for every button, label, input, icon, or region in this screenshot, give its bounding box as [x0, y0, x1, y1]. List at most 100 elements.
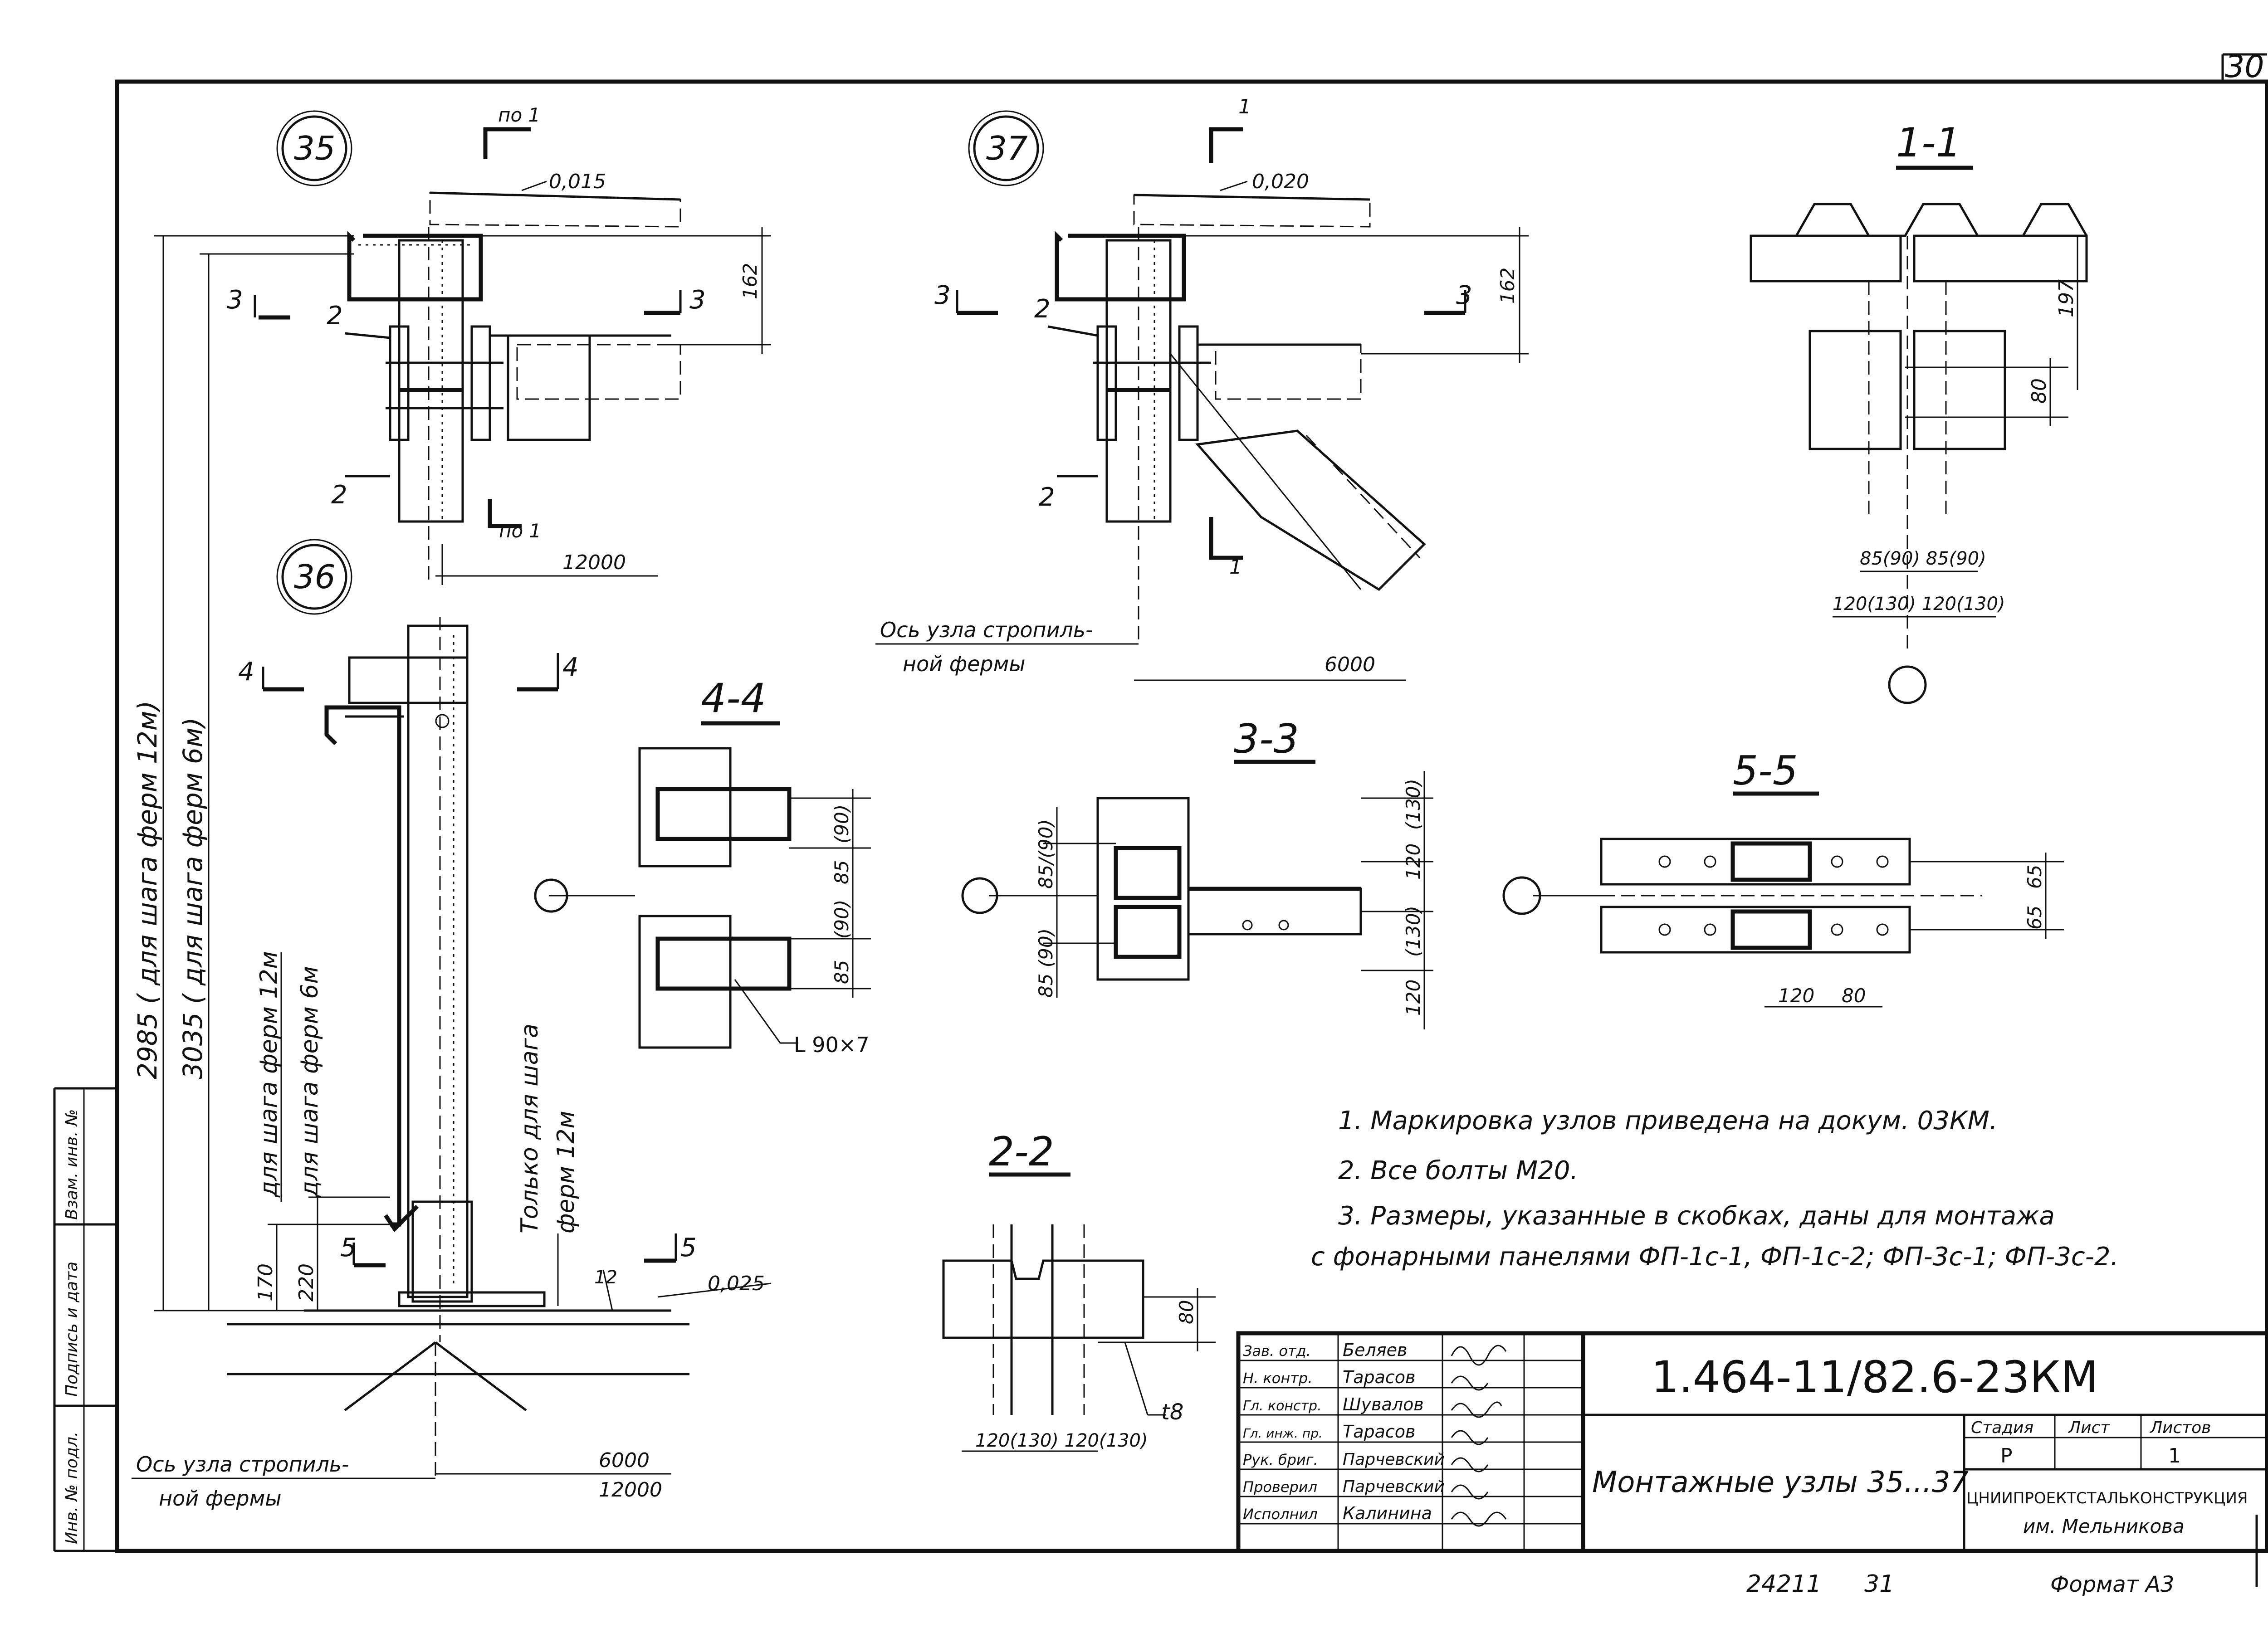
- note-4: с фонарными панелями ФП-1с-1, ФП-1с-2; Ф…: [1311, 1242, 2118, 1272]
- d35-sec2-top: 2: [327, 301, 343, 331]
- doc-code: 1.464-11/82.6-23КМ: [1651, 1352, 2098, 1403]
- d35-span: 12000: [562, 551, 626, 574]
- d35-sec2-bottom: 2: [331, 480, 347, 510]
- side-stamp-sign: Подпись и дата: [63, 1262, 81, 1397]
- d36-dim-170: 170: [254, 1263, 277, 1302]
- d36-sec4-left: 4: [238, 657, 254, 687]
- d36-dim-220: 220: [295, 1263, 318, 1302]
- s55-dim-65a: 65: [2024, 865, 2046, 889]
- d37-axis-note-1: Ось узла стропиль-: [880, 618, 1093, 642]
- staff-name-0: Беляев: [1343, 1340, 1407, 1360]
- d36-label-12m: для шага ферм 12м: [255, 951, 283, 1198]
- s33-left-2: 85 (90): [1035, 928, 1057, 998]
- staff-role-3: Гл. инж. пр.: [1243, 1426, 1323, 1441]
- side-stamp: Инв. № подл. Подпись и дата Взам. инв. №: [63, 1109, 81, 1544]
- d37-sec2-top: 2: [1034, 294, 1051, 324]
- footer-number: 24211: [1746, 1570, 1821, 1598]
- staff-name-3: Тарасов: [1343, 1422, 1415, 1442]
- detail-36-number: 36: [294, 558, 336, 596]
- note-3: 3. Размеры, указанные в скобках, даны дл…: [1338, 1201, 2055, 1231]
- s44-dim-85a: 85: [831, 860, 853, 884]
- staff-name-6: Калинина: [1343, 1503, 1432, 1523]
- d36-sec5-right: 5: [680, 1233, 697, 1263]
- d36-span-12000: 12000: [599, 1478, 662, 1501]
- title-block: Зав. отд. Беляев Н. контр. Тарасов Гл. к…: [1236, 1331, 2268, 1553]
- detail-36: 36 4 4 5 5 2985 ( для шага ф: [132, 235, 772, 1511]
- s11-dim-120: 120(130) 120(130): [1833, 594, 2005, 614]
- s22-plate: t8: [1161, 1399, 1183, 1425]
- drawing-title: Монтажные узлы 35...37: [1592, 1466, 1969, 1499]
- section-3-3-title: 3-3: [1234, 716, 1299, 762]
- s44-angle: L 90×7: [794, 1033, 870, 1057]
- d37-span: 6000: [1325, 653, 1375, 676]
- d36-axis-note-2: ной фермы: [159, 1486, 282, 1511]
- staff-role-0: Зав. отд.: [1243, 1342, 1311, 1360]
- d36-only-12m-2: ферм 12м: [552, 1111, 580, 1233]
- staff-name-2: Шувалов: [1343, 1394, 1424, 1414]
- d37-sec3-right: 3: [1456, 281, 1472, 310]
- s33-left-1: 85/(90): [1035, 819, 1057, 889]
- staff-role-1: Н. контр.: [1243, 1370, 1312, 1387]
- footer-format: Формат А3: [2050, 1572, 2174, 1597]
- s11-dim-85: 85(90) 85(90): [1860, 548, 1986, 569]
- staff-name-4: Парчевский: [1343, 1450, 1445, 1469]
- s44-dim-90a: (90): [831, 804, 853, 843]
- s11-dim-80: 80: [2028, 378, 2051, 404]
- section-2-2-title: 2-2: [989, 1128, 1054, 1175]
- section-1-1: 1-1 197 80 85(90) 85(90) 120(130) 120(13…: [1750, 119, 2088, 704]
- d35-sec3-right: 3: [689, 285, 706, 315]
- notes: 1. Маркировка узлов приведена на докум. …: [1311, 1106, 2118, 1272]
- d36-sec5-left: 5: [340, 1233, 357, 1263]
- d35-slope: 0,015: [549, 170, 606, 193]
- section-4-4: 4-4 (90) 85 (90) 85 L 90×7: [534, 675, 871, 1057]
- s55-dim-120: 120: [1778, 985, 1814, 1007]
- s33-right-120a: 120: [1402, 843, 1424, 880]
- d36-dim-12: 12: [594, 1267, 617, 1288]
- s22-dim-120: 120(130) 120(130): [975, 1430, 1148, 1451]
- signature-2: [1451, 1401, 1502, 1418]
- d36-label-6m: для шага ферм 6м: [296, 966, 323, 1198]
- corner-label: 30: [2225, 49, 2264, 85]
- staff-role-5: Проверил: [1243, 1478, 1317, 1496]
- d36-dim-12m: 2985 ( для шага ферм 12м): [132, 701, 163, 1079]
- d37-slope: 0,020: [1252, 170, 1309, 193]
- detail-37: 37 1 0,020 162 3 3 2 2: [875, 95, 1529, 681]
- s55-dim-65b: 65: [2024, 906, 2046, 930]
- signature-0: [1451, 1345, 1507, 1366]
- d36-axis-note-1: Ось узла стропиль-: [136, 1452, 349, 1477]
- sheet-value: 1: [2168, 1444, 2181, 1467]
- s11-dim-197: 197: [2055, 279, 2078, 317]
- footer-page: 31: [1864, 1570, 1894, 1598]
- s44-dim-90b: (90): [831, 900, 853, 939]
- d37-cut-bottom: 1: [1229, 556, 1242, 579]
- d35-cut-top: по 1: [498, 104, 540, 126]
- signature-5: [1451, 1484, 1489, 1500]
- sheet-frame: [53, 53, 2268, 1587]
- section-4-4-title: 4-4: [701, 675, 766, 721]
- section-2-2: 2-2 80 120(130) 120(130) t8: [942, 1128, 1216, 1452]
- sheets-label: Листов: [2149, 1419, 2211, 1437]
- note-2: 2. Все болты М20.: [1338, 1156, 1578, 1185]
- detail-35: 35 по 1 0,015 162 3: [227, 104, 771, 585]
- section-5-5: 5-5 65 65 120 80: [1502, 747, 2064, 1008]
- s33-right-130a: (130): [1402, 779, 1424, 830]
- s33-right-130b: (130): [1402, 906, 1424, 957]
- section-3-3: 3-3 85/(90) 85 (90) (130) 120 (130) 120: [961, 716, 1433, 1029]
- d35-sec3-left: 3: [227, 285, 243, 315]
- s22-dim-80: 80: [1175, 1300, 1198, 1324]
- note-1: 1. Маркировка узлов приведена на докум. …: [1338, 1106, 1998, 1136]
- d37-axis-note-2: ной фермы: [903, 652, 1026, 676]
- s44-dim-85b: 85: [831, 960, 853, 984]
- side-stamp-repl: Взам. инв. №: [63, 1109, 81, 1220]
- signature-4: [1451, 1457, 1489, 1472]
- d35-dim-162: 162: [739, 263, 761, 299]
- d36-sec4-right: 4: [562, 653, 579, 682]
- staff-name-5: Парчевский: [1343, 1477, 1445, 1496]
- stage-label: Стадия: [1971, 1419, 2033, 1437]
- s33-right-120b: 120: [1402, 980, 1424, 1016]
- d37-dim-162: 162: [1496, 268, 1519, 304]
- org-line-1: ЦНИИПРОЕКТСТАЛЬКОНСТРУКЦИЯ: [1966, 1489, 2248, 1507]
- staff-role-2: Гл. констр.: [1243, 1398, 1322, 1414]
- signature-1: [1451, 1375, 1489, 1391]
- d36-span-6000: 6000: [599, 1449, 650, 1472]
